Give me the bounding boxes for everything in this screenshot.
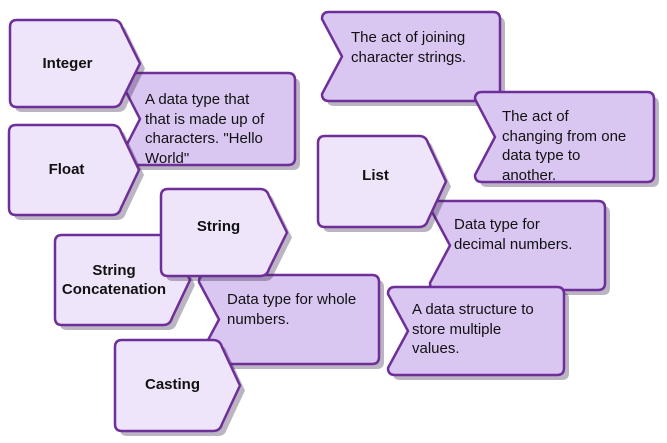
definition-card-string[interactable]: A data type that that is made up of char…	[118, 71, 300, 170]
definition-card-integer[interactable]: Data type for whole numbers.	[197, 273, 384, 369]
card-body	[320, 10, 502, 103]
card-body	[159, 187, 289, 278]
term-card-integer[interactable]: Integer	[8, 18, 145, 112]
card-body	[197, 273, 381, 366]
card-body	[386, 285, 566, 377]
definition-card-casting-text: The act of changing from one data type t…	[502, 108, 627, 184]
definition-card-concatenation[interactable]: The act of joining character strings.	[320, 10, 505, 106]
term-card-list-label: List	[362, 166, 389, 184]
definition-card-integer-text: Data type for whole numbers.	[227, 291, 357, 328]
term-card-casting-label: Casting	[144, 376, 200, 394]
card-body	[113, 338, 242, 433]
definition-card-float-text: Data type for decimal numbers.	[454, 216, 573, 253]
definition-card-list[interactable]: A data structure to store multiple value…	[386, 285, 569, 380]
term-card-float-label: Float	[48, 161, 85, 179]
term-card-casting[interactable]: Casting	[113, 338, 245, 436]
term-card-string[interactable]: String	[159, 187, 292, 281]
card-body	[473, 90, 656, 184]
card-body	[7, 123, 141, 217]
term-card-string-label: String	[196, 217, 241, 235]
card-body	[316, 134, 448, 229]
definition-card-casting[interactable]: The act of changing from one data type t…	[473, 90, 659, 187]
term-card-list[interactable]: List	[316, 134, 451, 232]
definition-card-list-text: A data structure to store multiple value…	[412, 301, 534, 357]
definition-card-concatenation-text: The act of joining character strings.	[351, 29, 467, 66]
term-card-float[interactable]: Float	[7, 123, 144, 220]
term-card-integer-label: Integer	[42, 54, 93, 72]
definition-card-float[interactable]: Data type for decimal numbers.	[428, 199, 610, 295]
term-card-string-concatenation-label: String Concatenation	[61, 261, 167, 299]
definition-card-string-text: A data type that that is made up of char…	[145, 91, 265, 167]
card-body	[8, 18, 142, 109]
